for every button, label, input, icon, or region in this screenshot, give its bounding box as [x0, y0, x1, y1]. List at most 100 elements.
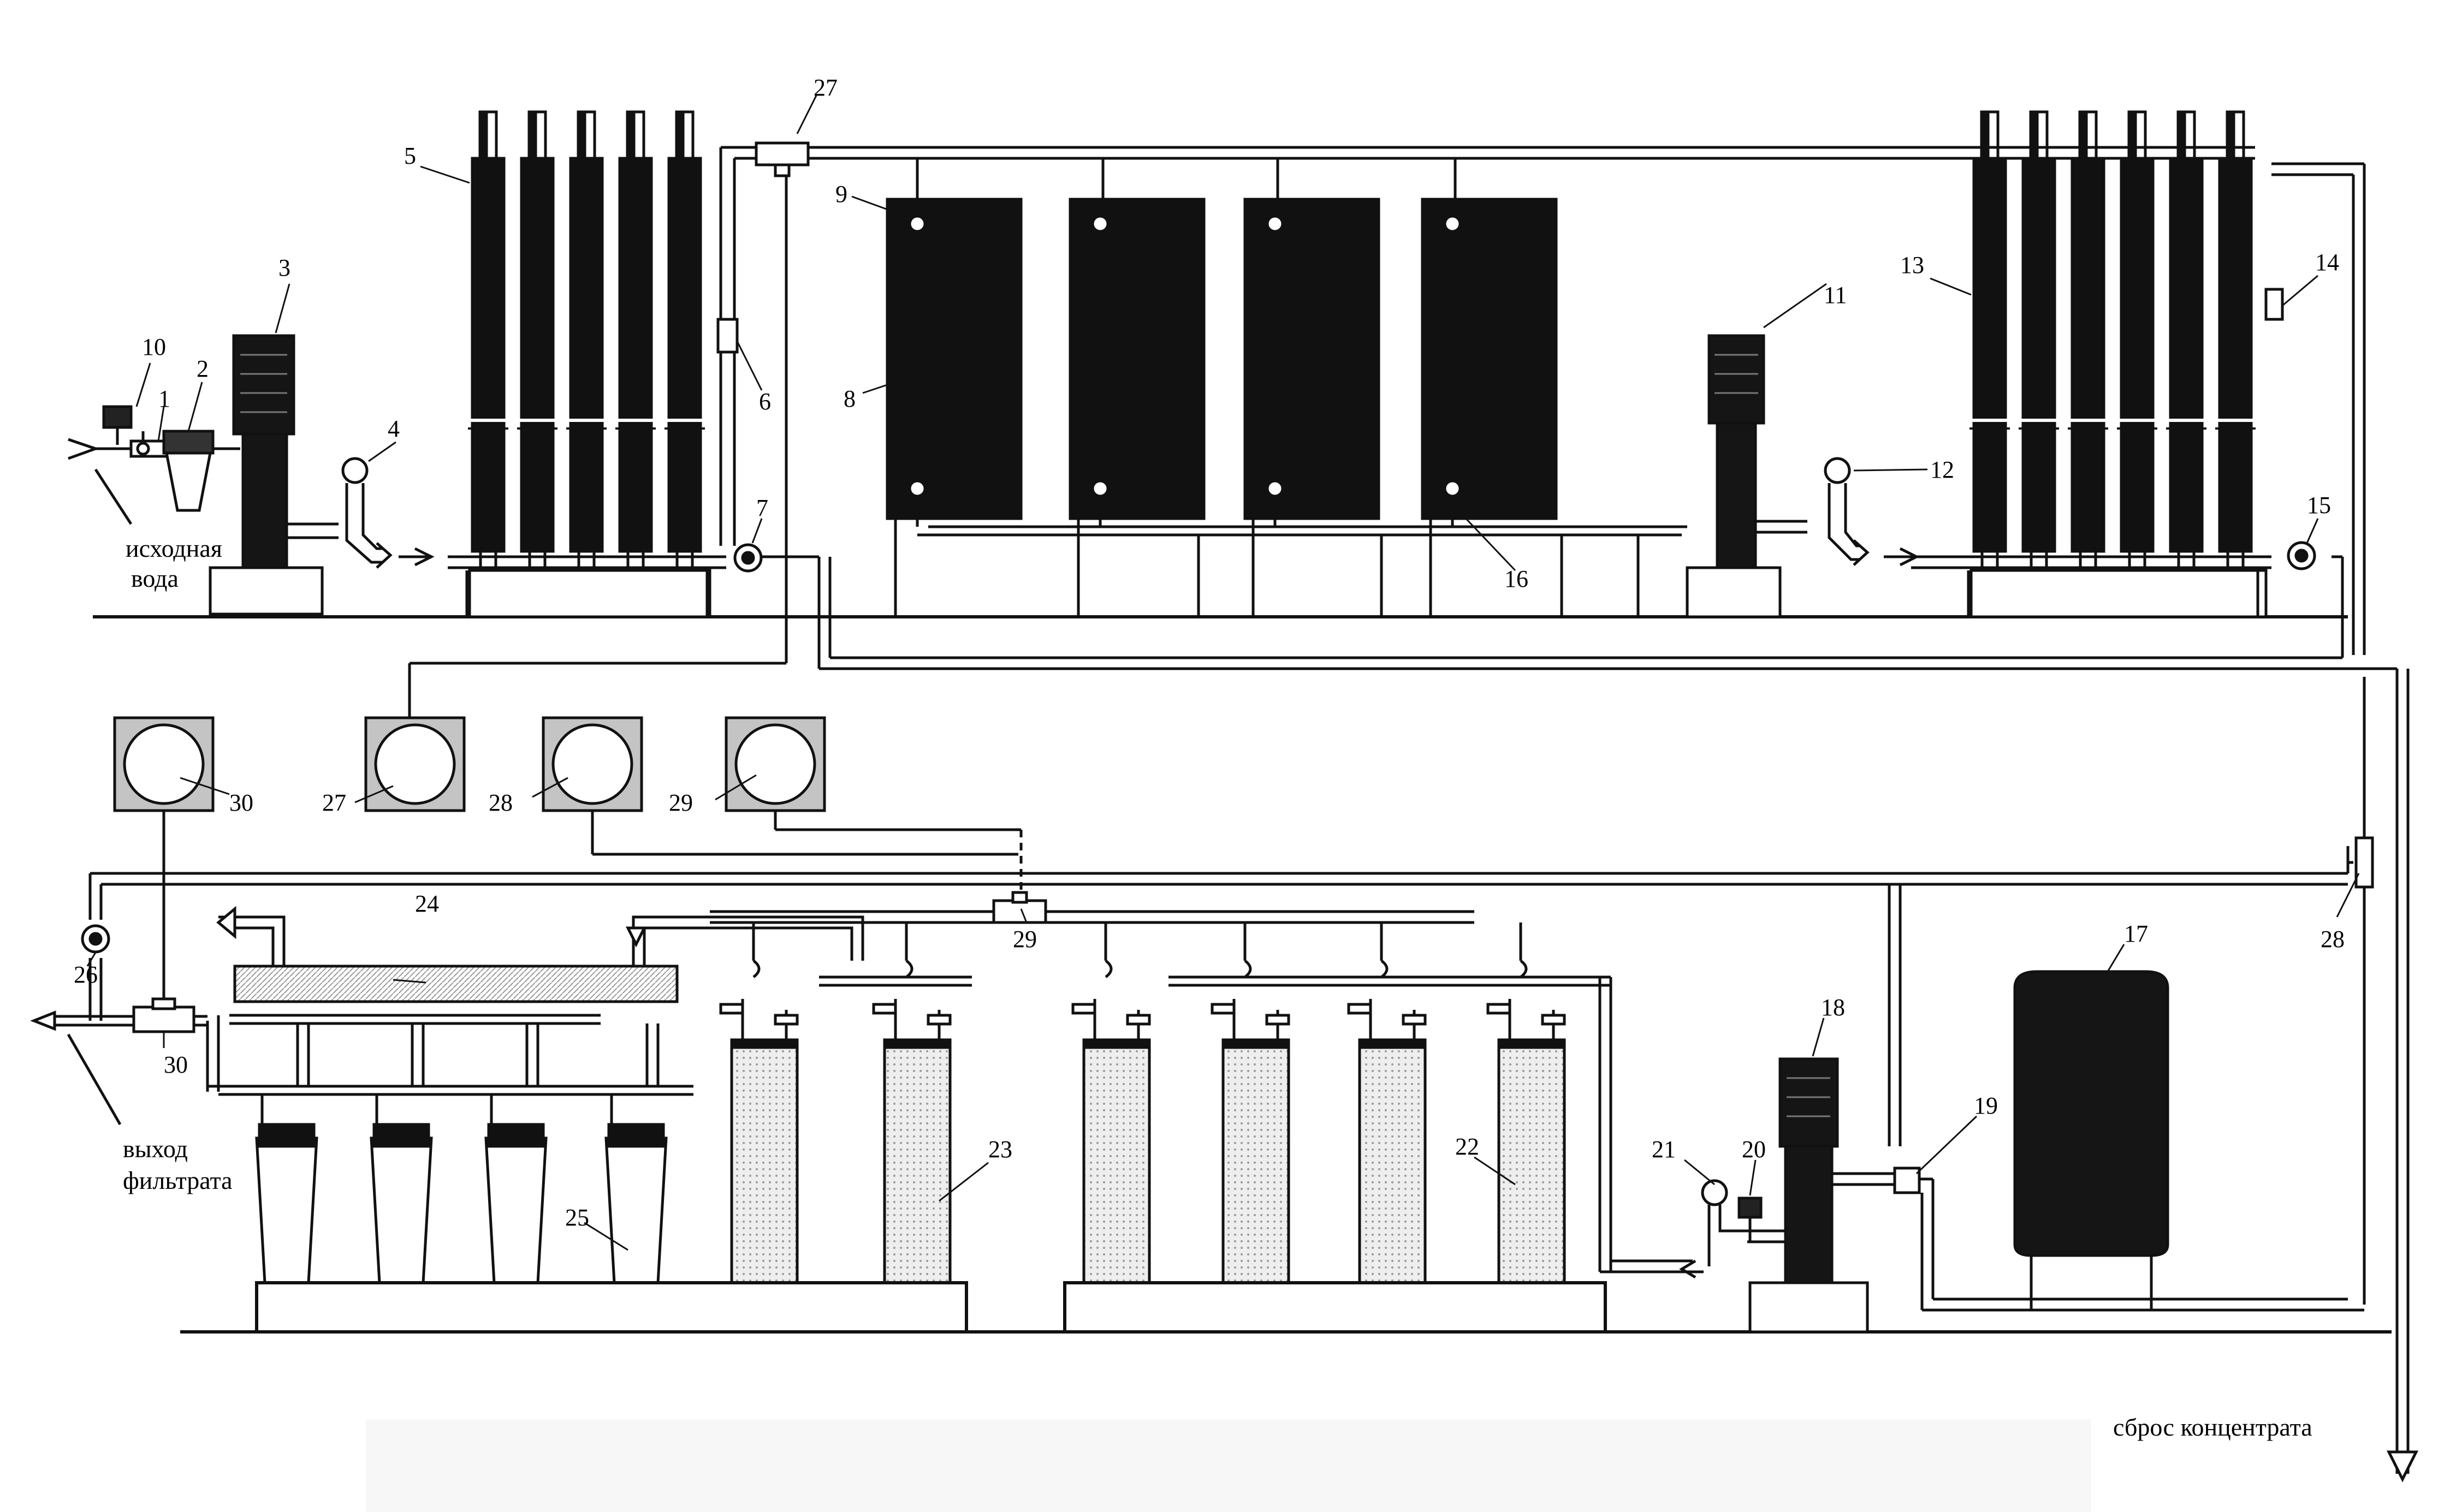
label-15: 15 [2307, 492, 2331, 519]
feed-arrow-1 [399, 547, 435, 567]
label-30-panel: 30 [229, 789, 253, 816]
pressure-vessel [2019, 110, 2059, 570]
leader-lines [86, 95, 2360, 1251]
cartridge-manifolds [710, 910, 1704, 1273]
number-labels: 10 1 2 3 4 5 6 7 8 9 27 11 12 13 14 15 1… [74, 74, 2345, 1231]
inlet-caption-line1: исходная [126, 534, 222, 562]
feed-pump-18 [1747, 1057, 1895, 1334]
storage-tank [1421, 198, 1558, 617]
label-7: 7 [756, 495, 768, 521]
cartridge-filter-23 [872, 922, 952, 1284]
filtrate-valve-26 [81, 924, 110, 954]
label-8: 8 [844, 385, 856, 412]
pressure-vessel [1970, 110, 2010, 570]
captions: исходная вода выход фильтрата сброс конц… [123, 534, 2312, 1441]
pressure-vessel [468, 110, 508, 570]
pressure-vessel [517, 110, 557, 570]
pressure-vessel [2068, 110, 2108, 570]
fine-filter-housing [484, 1023, 548, 1284]
label-28-panel: 28 [489, 789, 513, 816]
check-valve-12 [1824, 457, 1870, 566]
check-valve-21 [1679, 1179, 1747, 1279]
conductivity-sensor-27-top [755, 141, 810, 177]
cartridge-filter-22 [1071, 922, 1151, 1284]
label-2: 2 [197, 355, 209, 382]
pressure-vessel [2117, 110, 2157, 570]
storage-tank-17 [2013, 970, 2169, 1310]
flowmeter-6 [716, 318, 739, 354]
scan-band [366, 1419, 2091, 1512]
storage-tank [886, 198, 1023, 617]
label-23: 23 [988, 1136, 1012, 1163]
label-26: 26 [74, 961, 98, 988]
cartridge-filter-22 [1211, 922, 1290, 1284]
label-29-line: 29 [1013, 926, 1037, 953]
filter-bases [255, 1281, 1607, 1334]
flowmeter-14 [2264, 288, 2284, 321]
conductivity-sensor-28 [2348, 677, 2374, 1305]
label-20: 20 [1742, 1136, 1766, 1163]
fine-filter-housing [370, 1023, 433, 1284]
label-6: 6 [759, 388, 771, 415]
prefilter-cartridge [162, 430, 240, 512]
pressure-gauge-20 [1737, 1196, 1763, 1242]
label-22: 22 [1455, 1133, 1479, 1160]
label-24: 24 [415, 890, 439, 917]
label-18: 18 [1821, 994, 1845, 1021]
pressure-vessel [2215, 110, 2256, 570]
label-25: 25 [565, 1204, 589, 1231]
pressure-vessel [615, 110, 656, 570]
fine-filter-housing [604, 1023, 668, 1284]
inlet-pressure-gauge [102, 405, 133, 445]
outlet-caption-line2: фильтрата [123, 1166, 233, 1194]
membrane-block-5 [448, 110, 726, 618]
gauge-panels [113, 716, 826, 812]
label-28-line: 28 [2321, 926, 2345, 953]
pressure-vessel [566, 110, 607, 570]
drain-caption: сброс концентрата [2113, 1413, 2312, 1441]
label-17: 17 [2124, 920, 2148, 947]
label-11: 11 [1824, 282, 1847, 308]
concentrate-valve-15 [2287, 541, 2316, 570]
label-12: 12 [1930, 456, 1954, 483]
concentrate-valve-7 [733, 543, 763, 573]
feed-arrow-2 [1884, 547, 1920, 567]
cartridge-filter-22 [1347, 922, 1427, 1284]
membrane-block-13 [1911, 110, 2271, 618]
label-1: 1 [158, 385, 170, 412]
storage-tank [1243, 198, 1380, 617]
uv-sterilizer-24 [216, 906, 864, 1003]
label-19: 19 [1974, 1092, 1998, 1119]
pressure-vessel [2166, 110, 2206, 570]
high-pressure-pump [209, 334, 339, 616]
label-5: 5 [404, 142, 416, 169]
label-13: 13 [1900, 252, 1924, 278]
label-27-panel: 27 [322, 789, 346, 816]
label-14: 14 [2315, 249, 2339, 276]
outlet-sensor-30 [30, 997, 207, 1126]
outlet-caption-line1: выход [123, 1135, 188, 1163]
top-piping [408, 146, 2419, 1483]
label-27-top: 27 [814, 74, 838, 101]
storage-tank [1069, 198, 1206, 617]
storage-tanks-8 [886, 198, 1640, 617]
inlet-arrow [68, 438, 133, 525]
label-10: 10 [142, 334, 166, 360]
label-16: 16 [1504, 565, 1528, 592]
inlet-caption-line2: вода [131, 564, 179, 592]
pressure-vessel [665, 110, 705, 570]
valve-19 [1893, 1166, 2364, 1312]
label-30-line: 30 [164, 1051, 188, 1078]
label-21: 21 [1652, 1136, 1676, 1163]
label-4: 4 [388, 415, 400, 442]
cartridge-filter-23 [719, 922, 799, 1284]
fine-filters-25 [255, 1023, 668, 1284]
label-9: 9 [835, 181, 847, 207]
fine-filter-housing [255, 1023, 318, 1284]
label-3: 3 [278, 254, 290, 281]
gauge-wires [162, 811, 1023, 1021]
cartridge-filter-22 [1486, 922, 1566, 1284]
cartridge-filters [719, 922, 1566, 1284]
booster-pump-11 [1686, 334, 1807, 618]
